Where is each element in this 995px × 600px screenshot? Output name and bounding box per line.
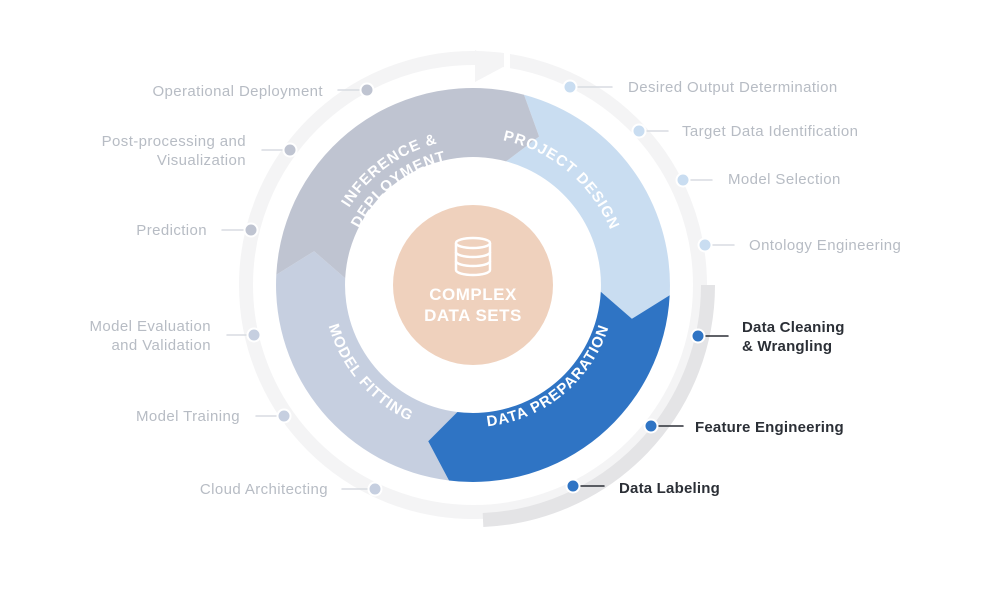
connector-post-processing-dot[interactable] <box>282 142 298 158</box>
connector-cloud-architecting-dot[interactable] <box>367 481 383 497</box>
connector-target-data-dot[interactable] <box>631 123 647 139</box>
center-title: COMPLEX DATA SETS <box>393 284 553 326</box>
connector-ontology-dot[interactable] <box>697 237 713 253</box>
step-data-labeling[interactable]: Data Labeling <box>619 480 720 497</box>
step-data-cleaning-line1: Data Cleaning <box>742 319 845 336</box>
step-prediction[interactable]: Prediction <box>136 222 207 239</box>
phase-arc-project-design[interactable] <box>506 94 670 319</box>
connector-prediction-dot[interactable] <box>243 222 259 238</box>
database-icon <box>454 236 492 277</box>
center-title-line2: DATA SETS <box>424 306 522 325</box>
step-model-evaluation-line2: and Validation <box>111 337 211 354</box>
step-operational-deployment[interactable]: Operational Deployment <box>152 83 323 100</box>
step-post-processing-visualization[interactable]: Post-processing and Visualization <box>102 132 246 170</box>
step-model-evaluation-line1: Model Evaluation <box>89 318 211 335</box>
step-connectors <box>221 79 735 497</box>
step-model-training[interactable]: Model Training <box>136 408 240 425</box>
step-post-processing-line1: Post-processing and <box>101 133 246 150</box>
step-model-selection[interactable]: Model Selection <box>728 171 841 188</box>
step-ontology-engineering[interactable]: Ontology Engineering <box>749 237 902 254</box>
connector-model-training-dot[interactable] <box>276 408 292 424</box>
step-data-cleaning-line2: & Wrangling <box>742 338 833 355</box>
outer-ring-gap <box>504 50 510 82</box>
step-feature-engineering[interactable]: Feature Engineering <box>695 419 844 436</box>
connector-operational-deployment-dot[interactable] <box>359 82 375 98</box>
phase-arc-data-preparation[interactable] <box>428 291 670 482</box>
connector-model-evaluation-dot[interactable] <box>246 327 262 343</box>
connector-data-cleaning-dot[interactable] <box>690 328 706 344</box>
outer-ring <box>239 51 707 519</box>
connector-feature-engineering-dot[interactable] <box>643 418 659 434</box>
center-title-line1: COMPLEX <box>429 285 517 304</box>
step-post-processing-line2: Visualization <box>156 152 246 169</box>
step-data-cleaning-wrangling[interactable]: Data Cleaning & Wrangling <box>742 318 845 356</box>
step-target-data-identification[interactable]: Target Data Identification <box>682 123 859 140</box>
connector-desired-output-dot[interactable] <box>562 79 578 95</box>
outer-ring-arrowhead <box>475 50 505 82</box>
step-desired-output-determination[interactable]: Desired Output Determination <box>628 79 838 96</box>
phase-arc-model-fitting[interactable] <box>276 251 458 481</box>
center-circle <box>393 205 553 365</box>
step-model-evaluation-validation[interactable]: Model Evaluation and Validation <box>90 317 211 355</box>
phase-arc-inference-deployment[interactable] <box>276 87 540 279</box>
connector-model-selection-dot[interactable] <box>675 172 691 188</box>
step-cloud-architecting[interactable]: Cloud Architecting <box>199 481 328 498</box>
connector-data-labeling-dot[interactable] <box>565 478 581 494</box>
